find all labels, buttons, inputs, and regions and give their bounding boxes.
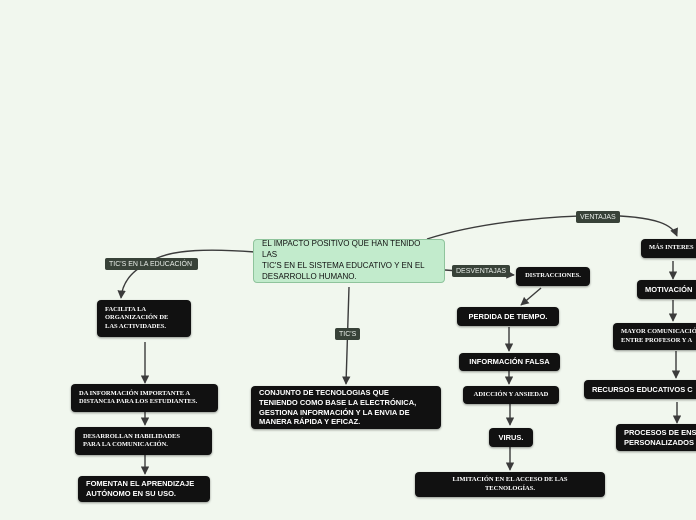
ven-node-motivacion[interactable]: MOTIVACIÓN — [637, 280, 696, 299]
des-node-perdida-tiempo[interactable]: PERDIDA DE TIEMPO. — [457, 307, 559, 326]
des-node-informacion-falsa[interactable]: INFORMACIÓN FALSA — [459, 353, 560, 371]
central-topic-text: EL IMPACTO POSITIVO QUE HAN TENIDO LAS T… — [262, 239, 425, 281]
ven-node-recursos[interactable]: RECURSOS EDUCATIVOS C — [584, 380, 696, 399]
des-node-distracciones[interactable]: DISTRACCIONES. — [516, 267, 590, 286]
des-node-virus[interactable]: VIRUS. — [489, 428, 533, 447]
branch-label-desventajas[interactable]: DESVENTAJAS — [452, 265, 511, 277]
link-des-1-2 — [520, 287, 542, 306]
central-topic[interactable]: EL IMPACTO POSITIVO QUE HAN TENIDO LAS T… — [253, 239, 445, 283]
edu-node-aprendizaje[interactable]: FOMENTAN EL APRENDIZAJE AUTÓNOMO EN SU U… — [78, 476, 210, 502]
ven-node-procesos[interactable]: PROCESOS DE ENS PERSONALIZADOS — [616, 424, 696, 451]
branch-label-educacion[interactable]: TIC'S EN LA EDUCACIÓN — [105, 258, 198, 270]
edu-node-organizacion[interactable]: FACILITA LA ORGANIZACIÓN DE LAS ACTIVIDA… — [97, 300, 191, 337]
des-node-limitacion[interactable]: LIMITACIÓN EN EL ACCESO DE LAS TECNOLOGÍ… — [415, 472, 605, 497]
ven-node-interes[interactable]: MÁS INTERES — [641, 239, 696, 258]
des-node-adiccion[interactable]: ADICCIÓN Y ANSIEDAD — [463, 386, 559, 404]
edu-node-informacion[interactable]: DA INFORMACIÓN IMPORTANTE A DISTANCIA PA… — [71, 384, 218, 412]
tics-definition-node[interactable]: CONJUNTO DE TECNOLOGIAS QUE TENIENDO COM… — [251, 386, 441, 429]
branch-label-tics[interactable]: TIC'S — [335, 328, 361, 340]
ven-node-comunicacion[interactable]: MAYOR COMUNICACIÓN ENTRE PROFESOR Y A — [613, 323, 696, 350]
edu-node-habilidades[interactable]: DESARROLLAN HABILIDADES PARA LA COMUNICA… — [75, 427, 212, 455]
branch-label-ventajas[interactable]: VENTAJAS — [576, 211, 620, 223]
link-root-ventajas — [426, 215, 678, 240]
